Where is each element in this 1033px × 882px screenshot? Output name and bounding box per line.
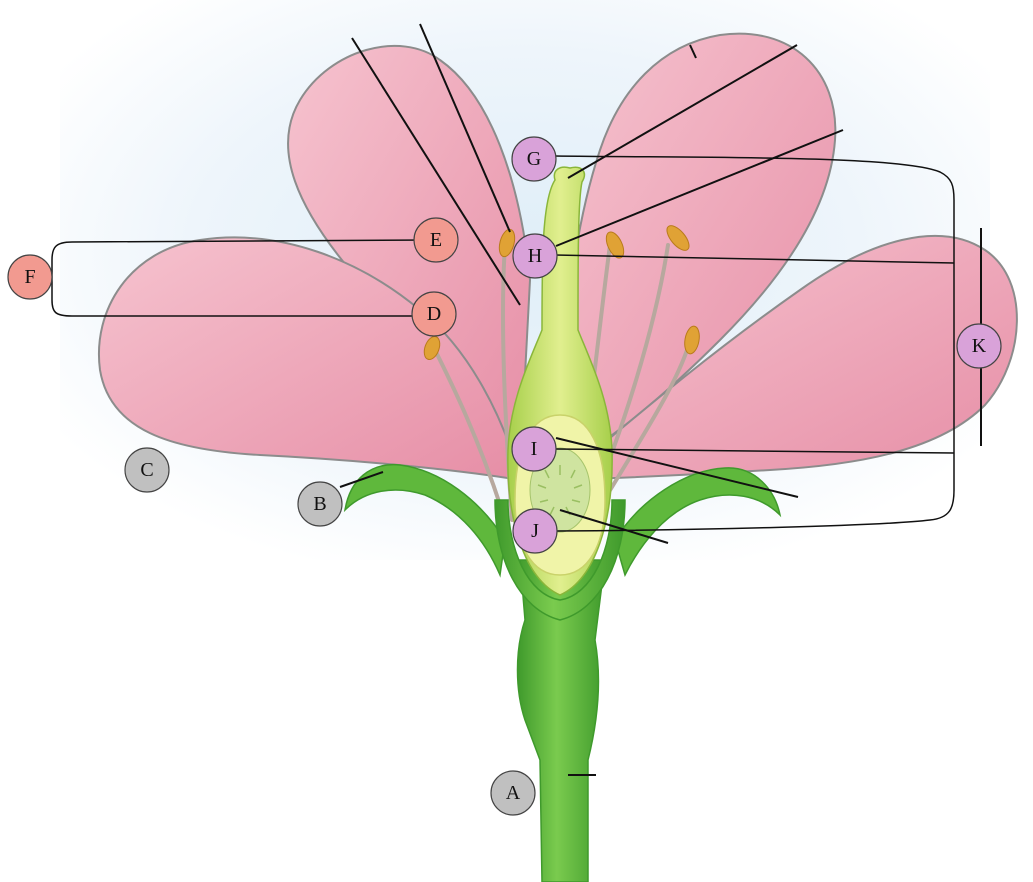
label-i[interactable]: I — [512, 427, 556, 471]
label-h-text: H — [528, 245, 542, 267]
label-b-text: B — [313, 493, 326, 515]
label-d-text: D — [427, 303, 441, 325]
label-f-text: F — [24, 266, 35, 288]
label-c-text: C — [140, 459, 153, 481]
label-i-text: I — [531, 438, 538, 460]
label-e[interactable]: E — [414, 218, 458, 262]
label-j-text: J — [531, 520, 539, 542]
label-a[interactable]: A — [491, 771, 535, 815]
label-g-text: G — [527, 148, 541, 170]
label-j[interactable]: J — [513, 509, 557, 553]
label-e-text: E — [430, 229, 442, 251]
label-a-text: A — [506, 782, 521, 804]
label-c[interactable]: C — [125, 448, 169, 492]
label-k-text: K — [972, 335, 987, 357]
label-h[interactable]: H — [513, 234, 557, 278]
label-d[interactable]: D — [412, 292, 456, 336]
label-k[interactable]: K — [957, 324, 1001, 368]
label-f[interactable]: F — [8, 255, 52, 299]
label-g[interactable]: G — [512, 137, 556, 181]
label-b[interactable]: B — [298, 482, 342, 526]
